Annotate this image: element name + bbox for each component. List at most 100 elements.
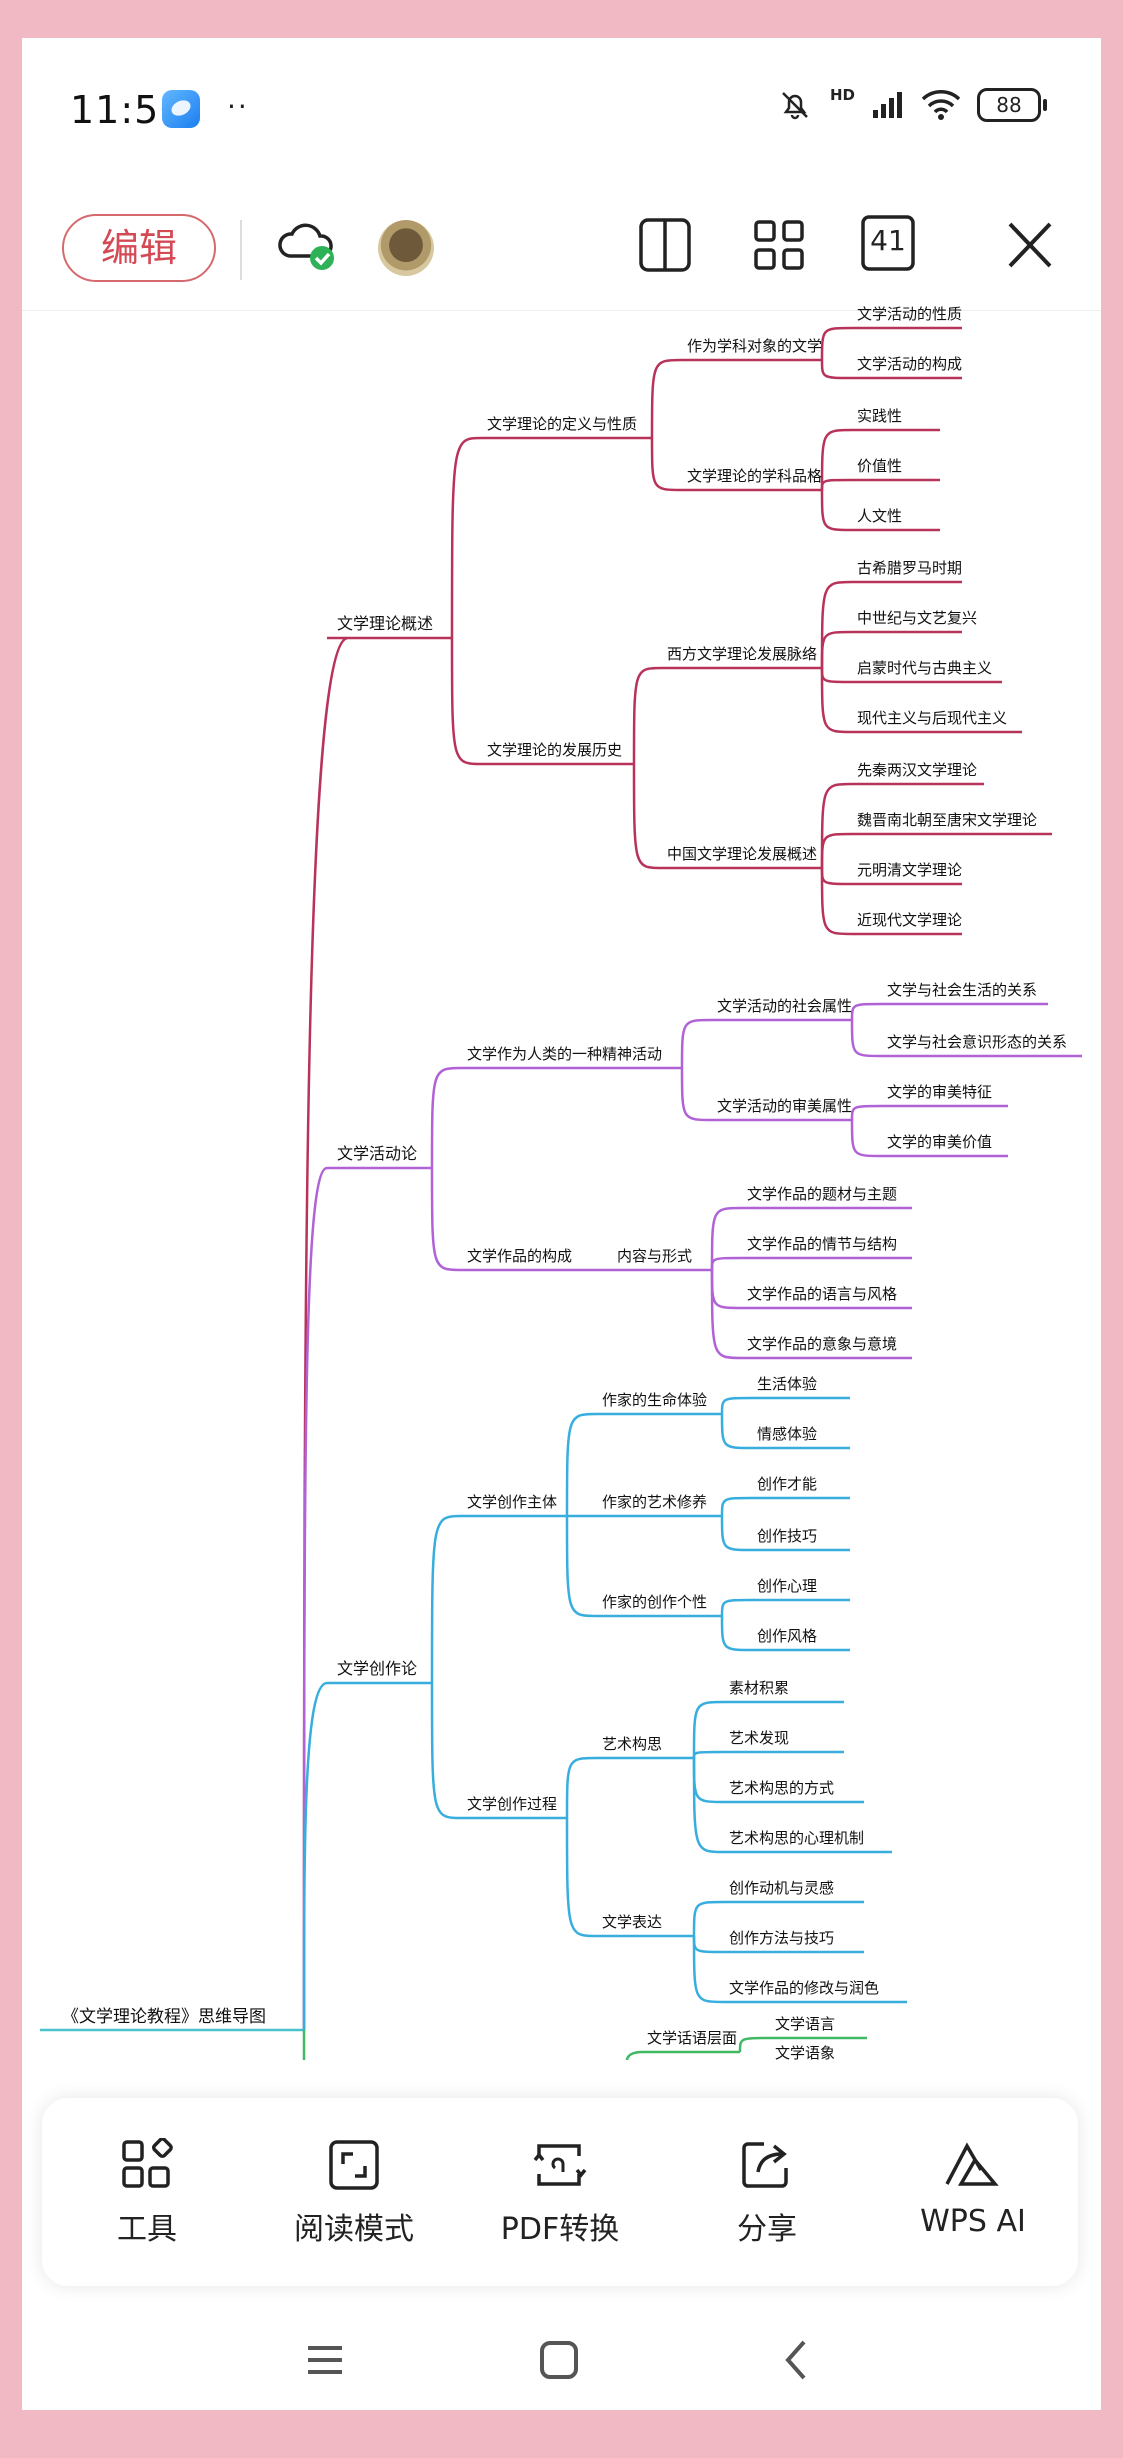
menu-icon[interactable] xyxy=(302,2338,348,2382)
mindmap-leaf[interactable]: 艺术构思的方式 xyxy=(729,1779,834,1797)
wps-ai-button[interactable]: WPS AI xyxy=(883,2138,1063,2239)
mindmap-node[interactable]: 文学作为人类的一种精神活动 xyxy=(467,1045,662,1063)
tools-label: 工具 xyxy=(117,2212,177,2247)
mindmap-leaf[interactable]: 艺术构思的心理机制 xyxy=(729,1829,864,1847)
read-mode-button[interactable]: 阅读模式 xyxy=(264,2138,444,2248)
mindmap-leaf[interactable]: 元明清文学理论 xyxy=(857,861,962,879)
status-icons: HD 88 xyxy=(776,86,1047,124)
mindmap-leaf[interactable]: 魏晋南北朝至唐宋文学理论 xyxy=(857,811,1037,829)
mindmap-leaf[interactable]: 人文性 xyxy=(857,507,902,525)
mindmap-node[interactable]: 作家的生命体验 xyxy=(602,1391,707,1409)
share-button[interactable]: 分享 xyxy=(677,2138,857,2248)
wps-ai-icon xyxy=(945,2142,999,2186)
pdf-convert-label: PDF转换 xyxy=(500,2212,620,2247)
edit-button[interactable]: 编辑 xyxy=(62,214,216,282)
mindmap-branch[interactable]: 文学活动论 xyxy=(337,1144,417,1163)
mindmap-leaf[interactable]: 文学作品的语言与风格 xyxy=(747,1285,897,1303)
mindmap-leaf[interactable]: 文学语言 xyxy=(775,2015,835,2033)
mindmap-leaf[interactable]: 文学活动的性质 xyxy=(857,305,962,323)
signal-icon xyxy=(873,92,902,118)
mindmap-leaf[interactable]: 文学的审美特征 xyxy=(887,1083,992,1101)
mindmap-leaf[interactable]: 中世纪与文艺复兴 xyxy=(857,609,977,627)
avatar[interactable] xyxy=(378,220,434,276)
mindmap-node[interactable]: 作家的艺术修养 xyxy=(602,1493,707,1511)
cloud-synced-icon[interactable] xyxy=(272,214,342,278)
tools-icon xyxy=(122,2137,173,2188)
mindmap-leaf[interactable]: 近现代文学理论 xyxy=(857,911,962,929)
mindmap-node[interactable]: 文学作品的构成 xyxy=(467,1247,572,1265)
share-label: 分享 xyxy=(737,2212,797,2247)
mindmap-node[interactable]: 文学话语层面 xyxy=(647,2029,737,2047)
mindmap-leaf[interactable]: 文学的审美价值 xyxy=(887,1133,992,1151)
mindmap-node[interactable]: 文学理论的发展历史 xyxy=(487,741,622,759)
mindmap-leaf[interactable]: 文学与社会意识形态的关系 xyxy=(887,1033,1067,1051)
page-count-label: 41 xyxy=(870,224,906,257)
mindmap-node[interactable]: 作为学科对象的文学 xyxy=(687,337,822,355)
mindmap-leaf[interactable]: 文学作品的题材与主题 xyxy=(747,1185,897,1203)
bottom-action-bar: 工具 阅读模式 PDF转换 xyxy=(42,2098,1078,2286)
mindmap-node[interactable]: 文学创作过程 xyxy=(467,1795,557,1813)
split-view-icon[interactable] xyxy=(636,214,696,278)
mindmap-leaf[interactable]: 文学语象 xyxy=(775,2044,835,2060)
mindmap-leaf[interactable]: 价值性 xyxy=(857,457,902,475)
mindmap-leaf[interactable]: 文学作品的意象与意境 xyxy=(747,1335,897,1353)
mute-bell-icon xyxy=(782,92,808,120)
wps-ai-label: WPS AI xyxy=(920,2204,1026,2239)
mindmap-node[interactable]: 文学活动的社会属性 xyxy=(717,997,852,1015)
mindmap-leaf[interactable]: 文学活动的构成 xyxy=(857,355,962,373)
toolbar-divider xyxy=(240,220,242,280)
mindmap-leaf[interactable]: 文学作品的修改与润色 xyxy=(729,1979,879,1997)
pdf-convert-button[interactable]: PDF转换 xyxy=(470,2138,650,2248)
page-count-button[interactable]: 41 xyxy=(860,214,916,272)
mindmap-leaf[interactable]: 创作心理 xyxy=(757,1577,817,1595)
pdf-convert-icon xyxy=(533,2144,587,2186)
mindmap-branch[interactable]: 文学理论概述 xyxy=(337,614,433,633)
mindmap-node[interactable]: 文学活动的审美属性 xyxy=(717,1097,852,1115)
wifi-icon xyxy=(921,90,961,120)
close-icon[interactable] xyxy=(1000,214,1060,278)
read-mode-label: 阅读模式 xyxy=(294,2212,414,2247)
mindmap-node[interactable]: 艺术构思 xyxy=(602,1735,662,1753)
mindmap-leaf[interactable]: 情感体验 xyxy=(757,1425,817,1443)
toolbar-separator xyxy=(22,310,1101,311)
mindmap-leaf[interactable]: 创作才能 xyxy=(757,1475,817,1493)
app-notification-icon xyxy=(162,90,200,128)
mindmap-leaf[interactable]: 实践性 xyxy=(857,407,902,425)
hd-label: HD xyxy=(829,86,855,104)
back-icon[interactable] xyxy=(774,2338,820,2382)
mindmap-root[interactable]: 《文学理论教程》思维导图 xyxy=(62,2007,266,2027)
grid-view-icon[interactable] xyxy=(750,214,810,278)
mindmap-branch[interactable]: 文学创作论 xyxy=(337,1659,417,1678)
mindmap-node[interactable]: 文学理论的定义与性质 xyxy=(487,415,637,433)
more-notifications-icon: ·· xyxy=(227,90,249,123)
mindmap-leaf[interactable]: 创作方法与技巧 xyxy=(729,1929,834,1947)
mindmap-leaf[interactable]: 现代主义与后现代主义 xyxy=(857,709,1007,727)
mindmap-node[interactable]: 文学理论的学科品格 xyxy=(687,467,822,485)
mindmap-node[interactable]: 内容与形式 xyxy=(617,1247,692,1265)
mindmap-leaf[interactable]: 先秦两汉文学理论 xyxy=(857,761,977,779)
mindmap-leaf[interactable]: 文学作品的情节与结构 xyxy=(747,1235,897,1253)
tools-button[interactable]: 工具 xyxy=(57,2137,237,2248)
home-icon[interactable] xyxy=(536,2338,582,2382)
mindmap-leaf[interactable]: 生活体验 xyxy=(757,1375,817,1393)
mindmap-leaf[interactable]: 创作动机与灵感 xyxy=(729,1879,834,1897)
page-frame-icon xyxy=(861,215,915,271)
mindmap-leaf[interactable]: 古希腊罗马时期 xyxy=(857,559,962,577)
mindmap-leaf[interactable]: 艺术发现 xyxy=(729,1729,789,1747)
mindmap-leaf[interactable]: 文学与社会生活的关系 xyxy=(887,981,1037,999)
share-icon xyxy=(742,2142,788,2188)
system-nav-bar xyxy=(22,2318,1101,2410)
mindmap-node[interactable]: 文学表达 xyxy=(602,1913,662,1931)
phone-screen: 11:50 ·· HD 88 编辑 xyxy=(22,38,1101,2410)
mindmap-canvas[interactable]: 《文学理论教程》思维导图 文学理论概述 文学理论的定义与性质 作为学科对象的文学… xyxy=(22,38,1101,2060)
top-toolbar: 编辑 41 xyxy=(22,178,1101,308)
mindmap-node[interactable]: 中国文学理论发展概述 xyxy=(667,845,817,863)
fullscreen-icon xyxy=(329,2140,379,2190)
mindmap-node[interactable]: 西方文学理论发展脉络 xyxy=(667,645,817,663)
mindmap-node[interactable]: 作家的创作个性 xyxy=(602,1593,707,1611)
mindmap-leaf[interactable]: 创作风格 xyxy=(757,1627,817,1645)
mindmap-leaf[interactable]: 素材积累 xyxy=(729,1679,789,1697)
mindmap-leaf[interactable]: 启蒙时代与古典主义 xyxy=(857,659,992,677)
mindmap-leaf[interactable]: 创作技巧 xyxy=(757,1527,817,1545)
mindmap-node[interactable]: 文学创作主体 xyxy=(467,1493,557,1511)
